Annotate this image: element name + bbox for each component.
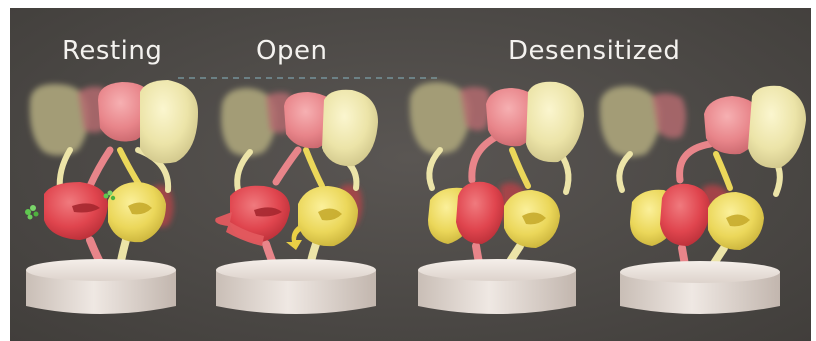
receptor-desensitized-b	[600, 86, 806, 270]
membrane-pedestal	[216, 259, 376, 314]
membrane-pedestal	[26, 259, 176, 314]
state-label-open: Open	[256, 36, 327, 66]
membrane-pedestal	[418, 259, 576, 314]
rotation-arrow-icon	[286, 226, 302, 250]
state-label-resting: Resting	[62, 36, 162, 66]
receptor-desensitized-a	[410, 82, 584, 268]
agonist-molecule-icon	[25, 205, 39, 220]
receptor-resting	[30, 80, 198, 266]
membrane-pedestal	[620, 261, 780, 314]
state-label-desensitized: Desensitized	[508, 36, 680, 66]
